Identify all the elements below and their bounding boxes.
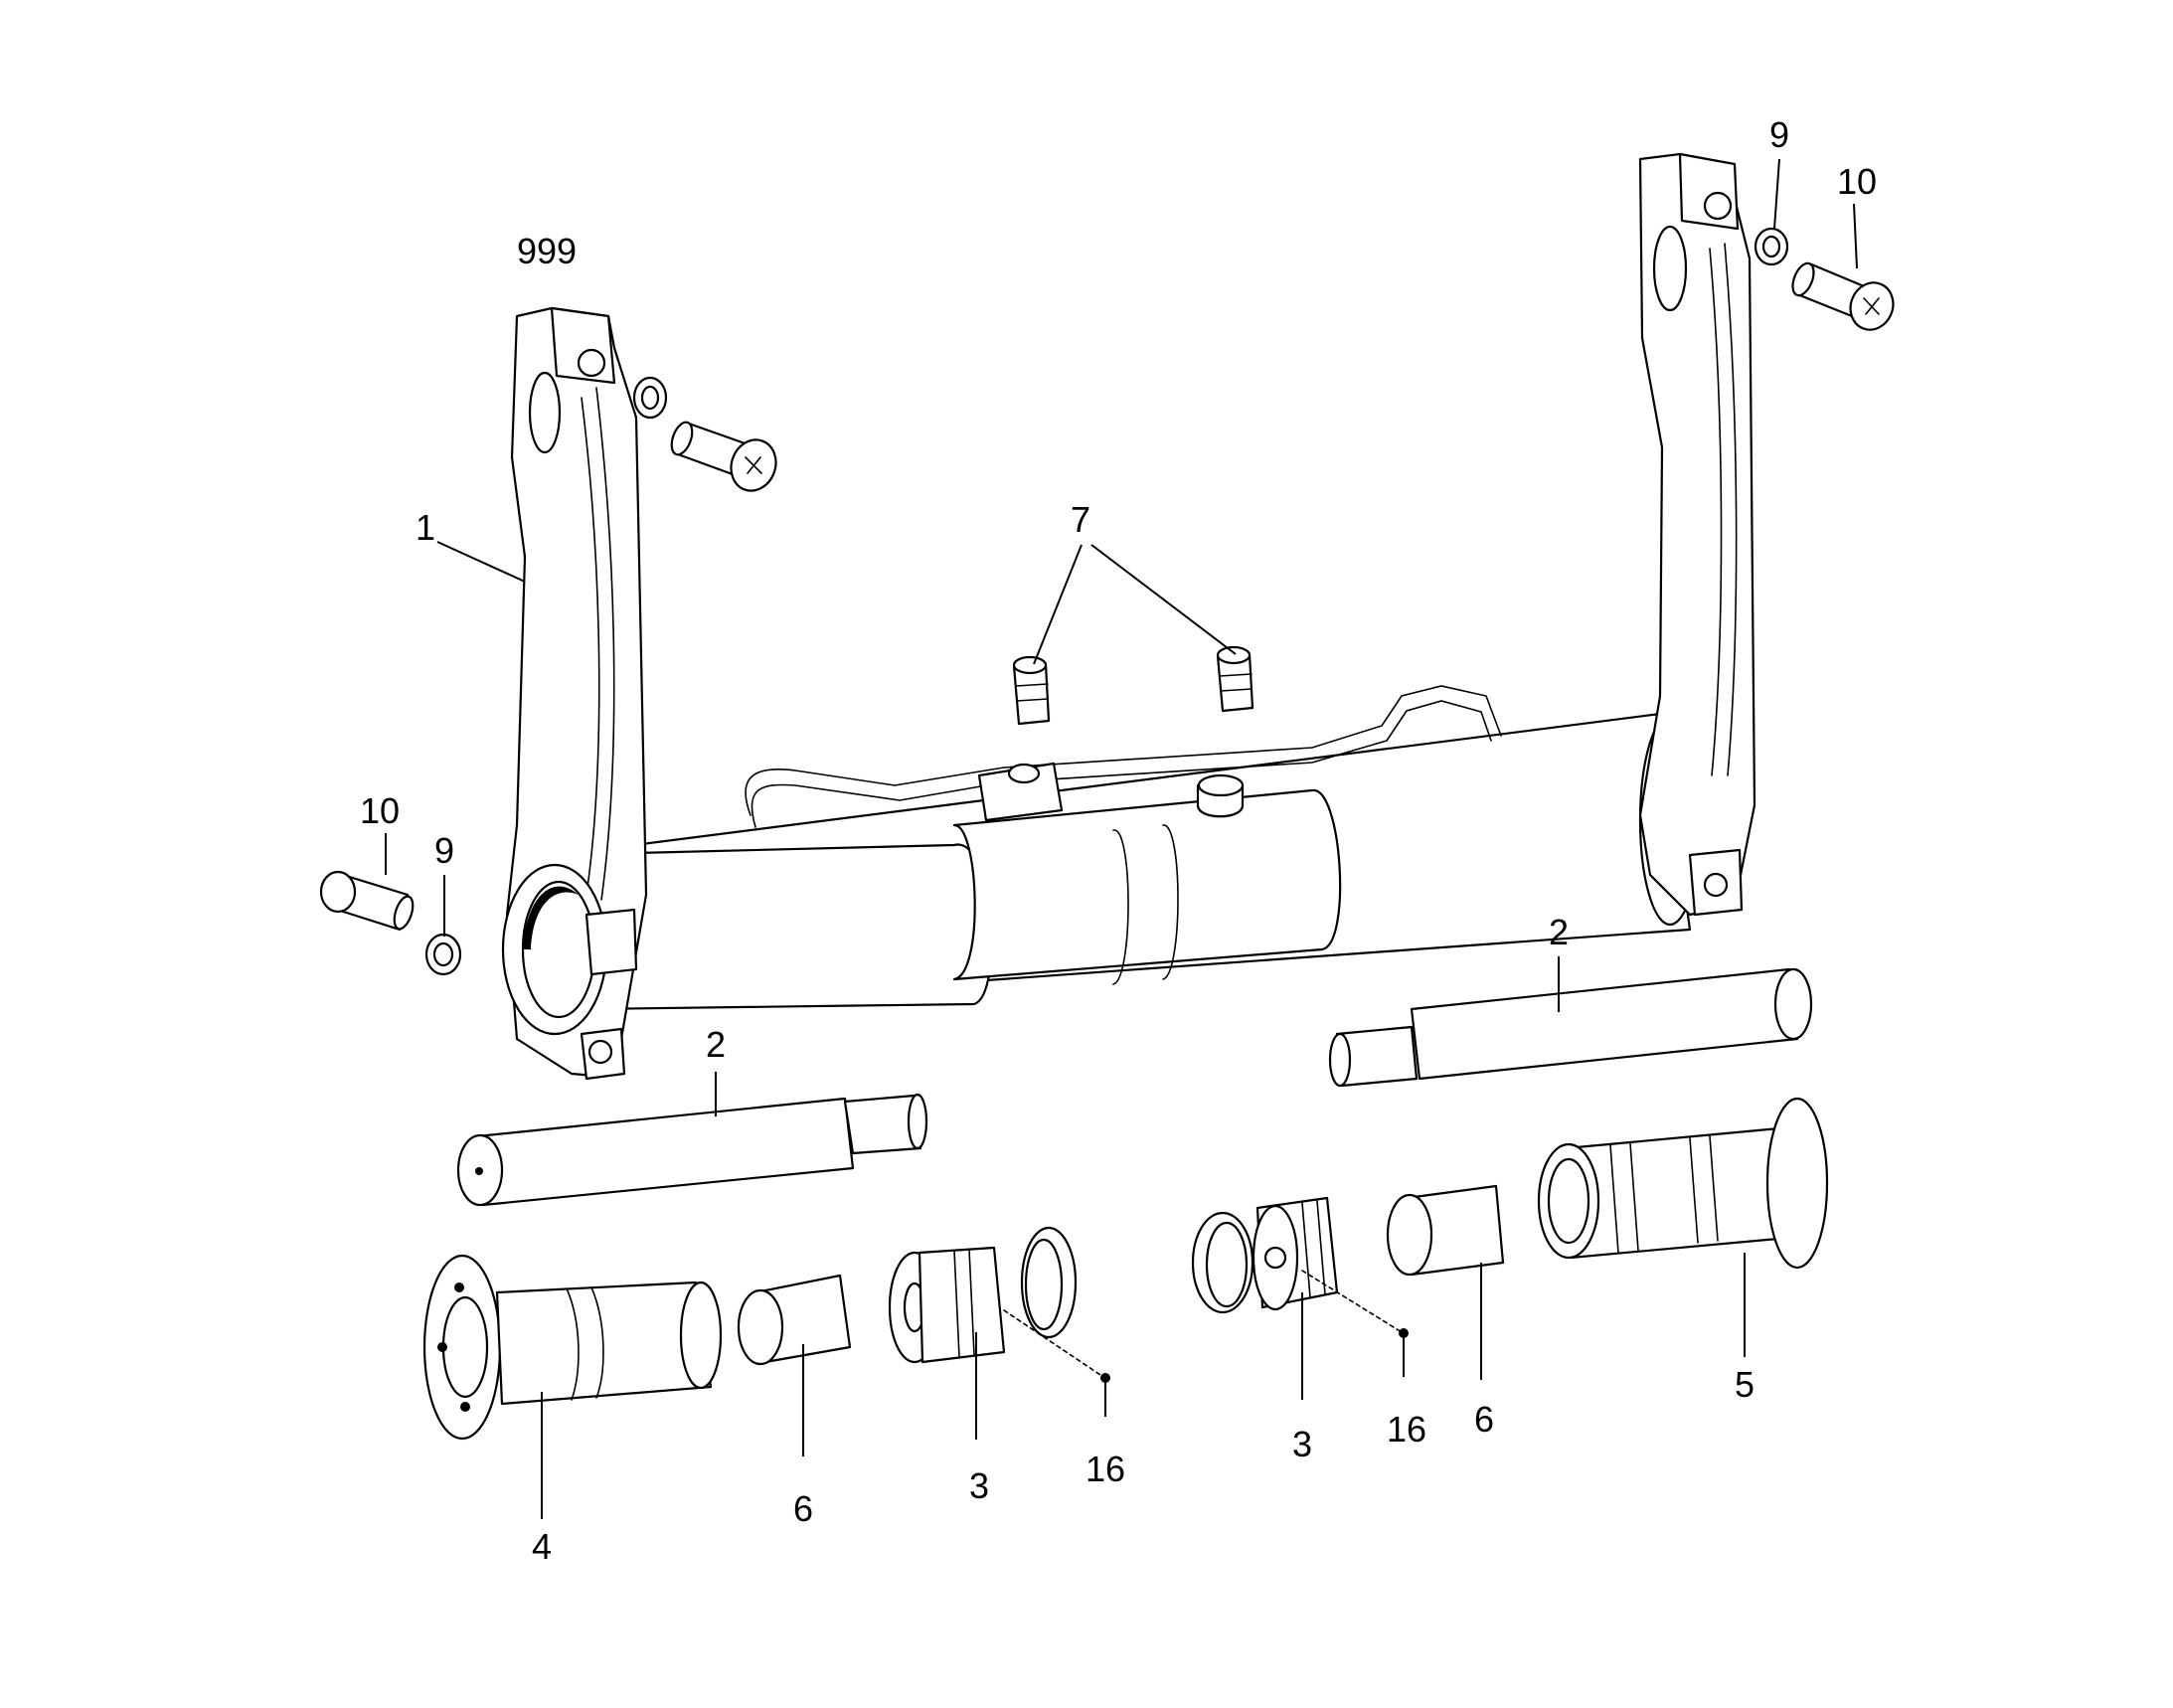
fitting-left bbox=[1012, 655, 1051, 726]
washer-lower-left bbox=[424, 933, 462, 976]
left-arm bbox=[501, 306, 648, 1081]
callout-3-left: 3 bbox=[969, 1465, 989, 1506]
grease-nipple-left bbox=[1003, 1309, 1110, 1383]
bolt-upper-right bbox=[1791, 261, 1895, 331]
right-arm bbox=[1638, 152, 1756, 917]
callout-3-right: 3 bbox=[1292, 1424, 1312, 1464]
washer-upper-right bbox=[1754, 227, 1789, 266]
callout-10-left: 10 bbox=[360, 790, 400, 831]
sleeve-right bbox=[1386, 1184, 1505, 1277]
washer-upper-left bbox=[632, 376, 668, 420]
bolt-lower-left bbox=[319, 870, 415, 932]
seal-assembly-right bbox=[1191, 1196, 1339, 1314]
pin-right bbox=[1328, 967, 1813, 1088]
callout-7: 7 bbox=[1071, 499, 1090, 540]
bolt-upper-left bbox=[670, 421, 777, 492]
callout-6-right: 6 bbox=[1474, 1399, 1494, 1440]
assembly-number-label: 999 bbox=[517, 231, 577, 271]
pin-left bbox=[456, 1093, 928, 1207]
grease-nipple-right bbox=[1301, 1270, 1409, 1338]
fitting-right bbox=[1216, 645, 1254, 713]
axle-tube bbox=[555, 685, 1702, 1011]
callout-10-right: 10 bbox=[1837, 161, 1877, 202]
callout-1: 1 bbox=[416, 507, 435, 548]
callout-5: 5 bbox=[1735, 1364, 1755, 1405]
leader-lines bbox=[385, 158, 1858, 1519]
callout-9-right: 9 bbox=[1769, 114, 1789, 155]
callout-16-left: 16 bbox=[1086, 1449, 1125, 1489]
callout-labels: 999 1 2 2 3 3 4 5 6 6 7 9 9 10 10 16 16 bbox=[360, 114, 1877, 1567]
callout-16-right: 16 bbox=[1387, 1409, 1426, 1450]
seal-assembly-left bbox=[888, 1226, 1078, 1364]
housing-4 bbox=[422, 1254, 723, 1441]
sleeve-left bbox=[737, 1274, 852, 1366]
callout-6-left: 6 bbox=[793, 1488, 813, 1529]
housing-5 bbox=[1537, 1097, 1829, 1270]
callout-2-left: 2 bbox=[706, 1024, 726, 1065]
callout-9-left: 9 bbox=[434, 830, 454, 871]
callout-4: 4 bbox=[532, 1526, 552, 1567]
callout-2-right: 2 bbox=[1549, 912, 1569, 952]
